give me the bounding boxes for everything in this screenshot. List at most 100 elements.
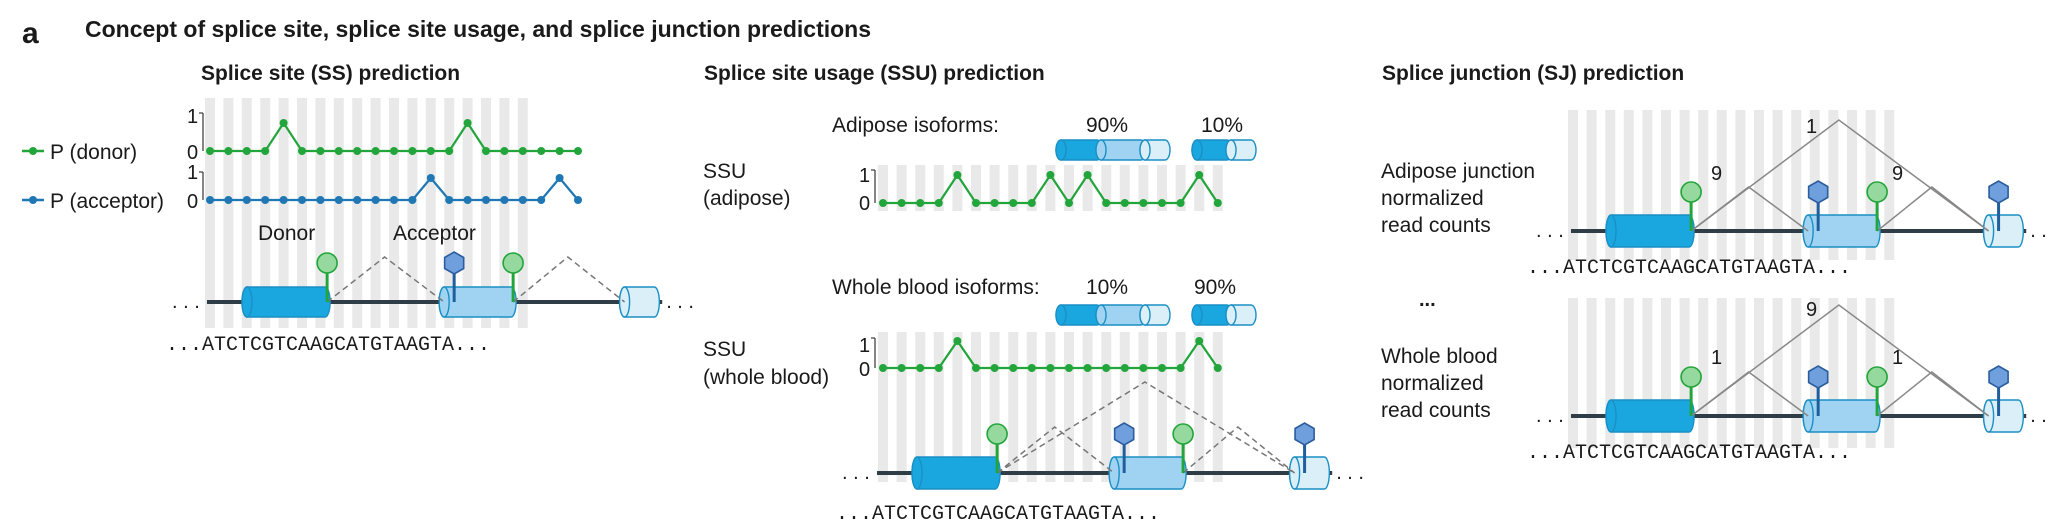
isoform-exon-icon <box>1191 304 1233 326</box>
exon-2-icon <box>1802 399 1881 433</box>
stripe <box>1623 298 1634 448</box>
track-point <box>916 364 925 372</box>
stripe <box>1194 332 1205 482</box>
stripe <box>278 98 289 328</box>
isoform-exon-icon <box>1055 304 1103 326</box>
track-point <box>261 196 270 204</box>
track-point <box>390 147 398 155</box>
track-point <box>879 364 887 372</box>
stripe <box>1716 298 1727 448</box>
ssu-adipose-y-bottom: 0 <box>859 193 870 215</box>
track-point <box>1102 364 1111 372</box>
track-point <box>1065 364 1073 372</box>
exon-2-icon <box>1802 214 1881 248</box>
stripe <box>1772 298 1783 448</box>
legend-acceptor-label: P (acceptor) <box>50 190 164 213</box>
ss-acceptor-track <box>206 174 582 204</box>
ellipsis-dots: . . . <box>2030 220 2048 242</box>
stripe <box>205 98 215 328</box>
ellipsis-dots: . . . <box>1536 405 1564 427</box>
track-point <box>316 147 325 155</box>
stripe <box>971 332 981 482</box>
stripe <box>1754 298 1764 448</box>
track-point <box>206 196 214 204</box>
sj-blood-label-1: Whole blood <box>1381 345 1498 368</box>
sj-adipose-label-3: read counts <box>1381 214 1491 237</box>
donor-lollipop-icon <box>502 252 524 302</box>
stripe <box>952 165 963 211</box>
ssu-adipose-y-top: 1 <box>859 165 870 187</box>
stripe <box>1586 298 1597 448</box>
track-point <box>1046 364 1055 372</box>
stripe <box>1623 110 1634 260</box>
sj-blood-sequence: ...ATCTCGTCAAGCATGTAAGTA... <box>1527 442 1851 465</box>
stripe <box>315 98 326 328</box>
track-point <box>261 147 270 155</box>
stripe <box>407 98 418 328</box>
stripe <box>1008 332 1019 482</box>
adipose-pct-2: 10% <box>1201 114 1243 137</box>
donor-lollipop-icon <box>986 423 1008 473</box>
exon-3-icon <box>1982 214 2025 248</box>
track-point <box>279 196 288 204</box>
stripe <box>389 98 399 328</box>
track-point <box>242 147 251 155</box>
track-point <box>990 199 999 207</box>
adipose-isoform-icons <box>1055 139 1257 161</box>
track-point <box>1120 199 1129 207</box>
ss-background-stripes <box>205 98 528 328</box>
stripe <box>1045 332 1056 482</box>
ellipsis-dots: . . . <box>842 462 870 484</box>
track-point <box>1009 199 1018 207</box>
track-point <box>463 196 472 204</box>
isoform-exon-icon <box>1139 304 1171 326</box>
sj-adipose-junction-diagram: . . .. . . <box>1536 119 2048 248</box>
junction-line-left <box>1690 371 1809 417</box>
track-point <box>1027 364 1036 372</box>
stripe <box>1119 165 1130 211</box>
acceptor-hexagon-icon <box>1807 180 1829 231</box>
track-point <box>206 147 214 155</box>
stripe <box>878 165 888 211</box>
sj-blood-outer-count: 9 <box>1806 299 1817 321</box>
stripe <box>1791 298 1802 448</box>
stripe <box>1698 298 1709 448</box>
exon-2-icon <box>1108 456 1187 490</box>
track-point <box>224 147 233 155</box>
track-point <box>1176 364 1185 372</box>
stripe <box>1194 165 1205 211</box>
ssu-blood-track <box>879 337 1222 372</box>
exon-1-icon <box>911 456 1001 490</box>
sj-ellipsis: ... <box>1419 289 1436 311</box>
stripe <box>878 332 888 482</box>
track-point <box>353 147 362 155</box>
stripe <box>896 165 907 211</box>
donor-lollipop-icon <box>1680 181 1702 231</box>
legend-donor: P (donor) <box>22 141 137 164</box>
exon-3-icon <box>618 286 661 318</box>
stripe <box>933 165 944 211</box>
track-point <box>574 196 582 204</box>
exon-1-icon <box>241 286 331 318</box>
stripe <box>352 98 363 328</box>
track-point <box>334 147 343 155</box>
track-point <box>972 199 980 207</box>
acceptor-hexagon-icon <box>1807 365 1829 416</box>
track-point <box>1213 364 1222 372</box>
track-point <box>500 196 509 204</box>
stripe <box>1735 110 1746 260</box>
track-point <box>934 199 943 207</box>
ss-donor-axis <box>199 112 204 151</box>
stripe <box>1642 110 1653 260</box>
junction-line-right <box>1876 186 1990 232</box>
stripe <box>1828 110 1839 260</box>
track-point <box>1083 364 1092 372</box>
ss-donor-y-top: 1 <box>187 106 198 128</box>
sj-adipose-label-2: normalized <box>1381 187 1484 210</box>
ssu-adipose-axis <box>871 169 876 203</box>
track-point <box>1065 199 1073 207</box>
exon-1-icon <box>1605 214 1695 248</box>
donor-lollipop-icon <box>1172 423 1194 473</box>
donor-lollipop-icon <box>316 252 338 302</box>
